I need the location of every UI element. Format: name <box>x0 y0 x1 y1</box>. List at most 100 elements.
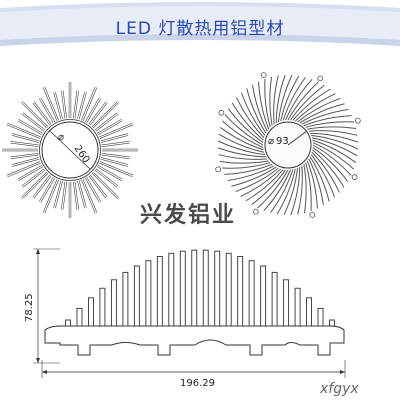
sunflower-fin <box>217 147 266 158</box>
company-watermark: 兴发铝业 <box>140 202 236 228</box>
fin-inner <box>11 157 40 167</box>
sunflower-fin <box>292 88 331 121</box>
sunflower-fin <box>236 97 265 139</box>
sunflower-fin <box>263 169 291 212</box>
sunflower-fin <box>224 163 273 175</box>
sunflower-fin <box>308 130 358 136</box>
fin-inner <box>100 157 129 167</box>
sunflower-fin <box>283 168 299 216</box>
fin-inner <box>32 175 51 198</box>
fin-inner <box>61 90 67 119</box>
sunflower-fin <box>312 144 352 176</box>
fin-inner <box>95 169 118 188</box>
sunflower-fin <box>264 78 271 128</box>
sunflower-fin <box>280 75 300 122</box>
fin-inner <box>81 86 97 121</box>
profile-fin <box>191 249 198 327</box>
fin-inner <box>21 101 48 128</box>
fin-inner <box>97 165 123 181</box>
fin-inner <box>101 141 130 147</box>
sunflower-fin <box>251 169 286 206</box>
fin-inner <box>39 97 55 123</box>
fin-inner <box>89 102 108 125</box>
fin-inner <box>101 153 130 159</box>
sunflower-fin <box>297 165 303 215</box>
fin-inner <box>97 119 123 135</box>
fin-hook <box>260 72 267 79</box>
fin-inner <box>81 179 97 214</box>
fin-inner <box>99 123 134 139</box>
sunflower-fin <box>290 84 325 121</box>
sunflower-fin <box>218 133 265 153</box>
sunflower-fin <box>311 137 358 157</box>
header: LED 灯散热用铝型材 <box>0 0 400 50</box>
profile-fin <box>248 260 255 327</box>
fin-hook <box>351 174 358 181</box>
sunflower-fin <box>307 126 357 130</box>
sunflower-fin <box>252 84 268 132</box>
page-title: LED 灯散热用铝型材 <box>115 19 285 39</box>
sunflower-fin <box>282 76 306 121</box>
sunflower-fin <box>290 167 301 216</box>
sunflower-fin <box>275 74 286 123</box>
fin-inner <box>17 119 43 135</box>
fin-inner <box>53 180 63 209</box>
sunflower-fin <box>277 74 293 122</box>
profile-fin <box>214 250 221 327</box>
fin-inner <box>85 97 101 123</box>
sunflower-fin <box>224 114 264 146</box>
profile-fin <box>156 256 163 327</box>
sunflower-fin <box>303 115 352 127</box>
fin-inner <box>10 153 39 159</box>
profile-fin <box>306 297 312 327</box>
sunflower-fin <box>219 127 264 151</box>
sunflower-fin <box>294 93 336 122</box>
sunflower-fin <box>258 81 270 130</box>
sunflower-fin <box>231 102 264 141</box>
profile-fin <box>133 265 140 327</box>
fin-inner <box>53 91 63 120</box>
sunflower-fin <box>301 109 349 125</box>
fin-hook <box>215 166 222 173</box>
sunflower-fin <box>311 151 340 193</box>
sunflower-fin <box>227 108 264 143</box>
fin-inner <box>95 112 118 131</box>
sunflower-fin <box>310 154 336 198</box>
fin-hook <box>309 211 316 218</box>
fin-inner <box>22 112 45 131</box>
sunflower-fin <box>240 92 266 136</box>
fin-inner <box>22 169 45 188</box>
sunflower-fin <box>219 160 269 164</box>
profile-fin <box>317 307 324 327</box>
sunflower-fin <box>227 165 275 181</box>
sunflower-fin <box>310 132 359 143</box>
sunflower-fin <box>311 134 359 150</box>
fin-inner <box>99 161 134 177</box>
height-dimension-label: 78.25 <box>24 293 35 322</box>
sunflower-fin <box>312 142 355 170</box>
sunflower-fin <box>231 166 277 187</box>
fin-inner <box>89 175 108 198</box>
fin-hook <box>354 117 361 124</box>
fin-hook <box>252 208 259 215</box>
fin-inner <box>32 102 51 125</box>
sunflower-fin <box>309 156 330 202</box>
sunflower-fin <box>305 121 355 128</box>
fin-inner <box>21 172 48 199</box>
fin-inner <box>61 181 67 210</box>
profile-fin <box>202 249 209 327</box>
fin-hook <box>218 109 225 116</box>
sunflower-fin <box>269 76 273 126</box>
sunflower-fin <box>235 167 279 193</box>
fin-inner <box>11 133 40 143</box>
fin-inner <box>6 161 41 177</box>
sunflower-fin <box>218 154 268 160</box>
sunflower-fin <box>312 147 349 182</box>
fin-inner <box>43 179 59 214</box>
sunflower-fin <box>299 103 345 124</box>
profile-fin <box>329 319 335 327</box>
sunflower-fin <box>245 169 284 202</box>
sunflower-fin <box>305 162 312 212</box>
